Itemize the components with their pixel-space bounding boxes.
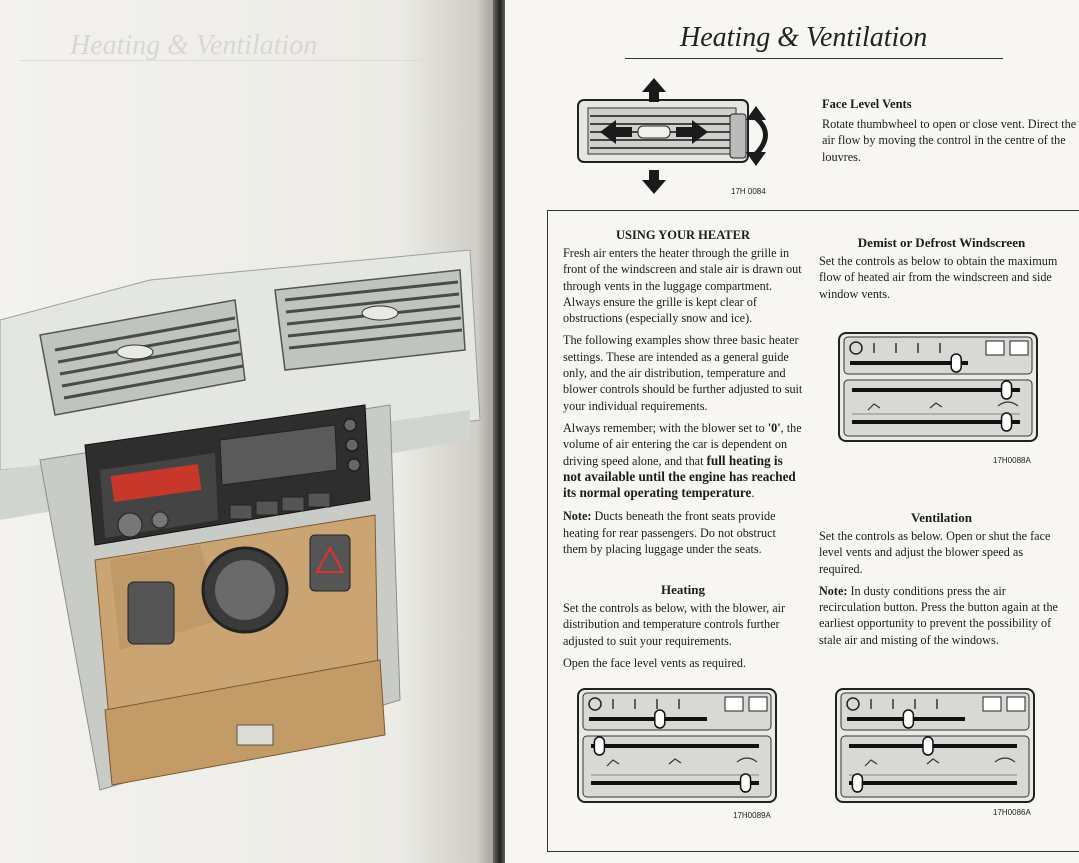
using-heater-p3: Always remember; with the blower set to … [563,420,803,501]
recirculation-icon [1009,340,1029,356]
temperature-knob [1000,412,1013,432]
windscreen-flow-icon [997,401,1019,407]
feet-flow-icon [929,402,943,409]
face-vent-icon [724,696,744,712]
feet-flow-icon [668,758,682,765]
using-heater-p1: Fresh air enters the heater through the … [563,246,802,326]
blower-knob [950,353,962,373]
p3-mid: , the volume of air entering the car is … [563,420,802,468]
recirculation-icon [748,696,768,712]
demist-figure-label: 17H0088A [993,456,1031,465]
face-vents-text: Rotate thumbwheel to open or close vent.… [822,117,1077,164]
heating-control-panel [577,688,777,803]
fan-icon [846,697,860,711]
feet-flow-icon [926,758,940,765]
note-text: Ducts beneath the front seats provide he… [563,509,776,557]
face-vents-heading: Face Level Vents [822,97,912,111]
demist-text: Set the controls as below to obtain the … [819,254,1058,301]
heating-heading: Heating [660,582,706,597]
face-vents-section: Face Level Vents Rotate thumbwheel to op… [822,97,1077,165]
p3-end: . [751,486,755,501]
heating-figure-label: 17H0089A [733,811,771,820]
left-page: Heating & Ventilation [0,0,497,863]
ventilation-section: Ventilation Set the controls as below. O… [819,510,1064,648]
fan-icon [588,697,602,711]
note-label: Note: [563,509,592,524]
windscreen-flow-icon [994,757,1016,763]
left-vent-illustration [39,299,246,416]
using-heater-note: Note: Ducts beneath the front seats prov… [563,508,803,557]
blower-knob [654,709,666,729]
face-flow-icon [864,759,878,767]
blower-knob [902,709,915,729]
page-title: Heating & Ventilation [680,22,928,53]
recirculation-icon [1006,696,1026,712]
ventilation-heading: Ventilation [911,510,972,525]
ventilation-note-text: In dusty conditions press the air recirc… [819,583,1058,647]
p3-zero: '0' [767,420,781,435]
heating-p2: Open the face level vents as required. [563,655,747,670]
ventilation-text: Set the controls as below. Open or shut … [819,529,1051,576]
face-vent-diagram [577,78,768,194]
face-vent-icon [982,696,1002,712]
temperature-knob [851,773,864,793]
using-heater-p2: The following examples show three basic … [563,333,803,413]
face-flow-icon [867,403,881,411]
heater-info-box [547,210,1079,852]
distribution-knob [922,736,934,756]
ghost-title: Heating & Ventilation [70,30,318,61]
ventilation-note: Note: In dusty conditions press the air … [819,583,1064,648]
distribution-knob [593,736,606,756]
windscreen-flow-icon [736,757,758,763]
title-rule [625,58,1003,59]
demist-heading: Demist or Defrost Windscreen [857,235,1026,250]
fan-icon [849,341,863,355]
page-gutter [493,0,507,863]
demist-control-panel [838,332,1038,442]
ventilation-control-panel [835,688,1035,803]
temperature-knob [739,773,752,793]
ventilation-figure-label: 17H0086A [993,808,1031,817]
dashboard-illustration [0,249,481,791]
using-heater-section: USING YOUR HEATER Fresh air enters the h… [563,228,803,557]
distribution-knob [1000,380,1013,400]
p3-start: Always remember; with the blower set to [563,420,768,435]
face-vent-figure-label: 17H 0084 [731,187,766,196]
ventilation-note-label: Note: [819,583,848,598]
right-page: Heating & Ventilation [505,0,1079,863]
right-vent-illustration [274,269,466,371]
using-heater-heading: USING YOUR HEATER [615,228,751,242]
radio-unit [84,404,371,546]
heating-section: Heating Set the controls as below, with … [563,582,803,671]
face-flow-icon [606,759,620,767]
face-vent-icon [985,340,1005,356]
heating-p1: Set the controls as below, with the blow… [563,601,786,648]
ghost-rule [20,60,440,61]
demist-section: Demist or Defrost Windscreen Set the con… [819,235,1064,302]
p3-bold: full heating is not available until the … [563,452,796,501]
